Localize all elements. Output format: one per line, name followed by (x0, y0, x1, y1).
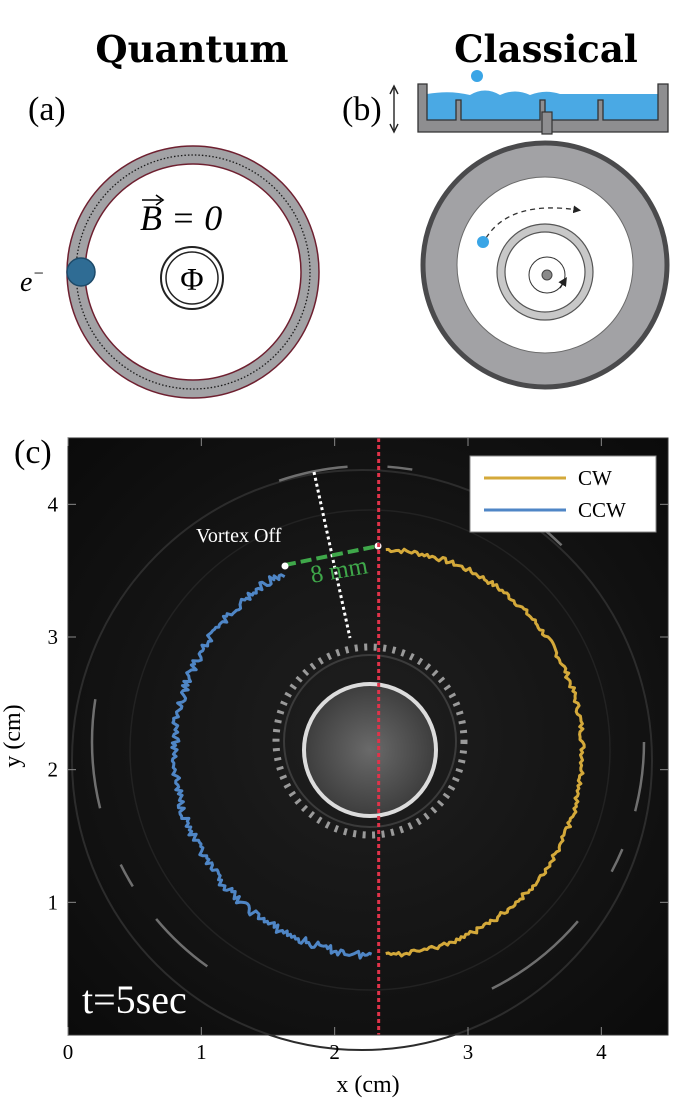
panel-c-label: (c) (14, 434, 52, 471)
y-tick-label: 2 (48, 758, 59, 782)
trajectory-cw (385, 547, 586, 958)
y-tick-label: 1 (48, 890, 59, 914)
b-field-text: B = 0 (140, 198, 222, 238)
y-tick-label: 4 (48, 492, 59, 516)
droplet-path-arrow-icon (485, 205, 582, 239)
y-tick-label: 3 (48, 625, 59, 649)
droplet-icon (471, 70, 483, 82)
electron-icon (66, 257, 96, 287)
legend: CW CCW (469, 455, 657, 533)
bath-track-edge (129, 509, 611, 991)
x-tick-label: 2 (329, 1040, 340, 1064)
legend-ccw-label: CCW (578, 498, 626, 522)
bath-outer-edge (71, 469, 653, 1051)
vortex-core (541, 269, 553, 281)
height-indicator-icon (389, 84, 399, 134)
x-tick-label: 4 (596, 1040, 607, 1064)
beaded-ring (272, 643, 468, 839)
beaded-ring-shadow (283, 654, 457, 828)
bath-top-view (420, 140, 670, 390)
legend-cw-label: CW (578, 466, 612, 490)
bath-pillar (541, 111, 553, 135)
panel-b-label: (b) (342, 91, 382, 128)
panel-a-label: (a) (28, 91, 66, 128)
x-tick-label: 1 (196, 1040, 207, 1064)
vortex-off-label: Vortex Off (196, 525, 282, 547)
x-axis-label: x (cm) (336, 1072, 399, 1098)
time-label: t=5sec (82, 977, 187, 1022)
distance-endpoint-left (281, 562, 289, 570)
vortex-path (528, 256, 566, 294)
trajectory-ccw (170, 573, 373, 960)
axis-ticks: 0 1 2 3 4 1 2 3 4 (48, 438, 668, 1064)
panel-a-title: Quantum (95, 27, 288, 71)
droplet-top-icon (477, 236, 489, 248)
quantum-ring-dotted-path (75, 154, 311, 390)
panel-b: Classical (b) (342, 27, 670, 390)
electron-label: e− (20, 263, 45, 298)
trajectory-layer (170, 547, 586, 960)
vector-arrow-head (155, 194, 165, 206)
x-tick-label: 0 (63, 1040, 74, 1064)
x-tick-label: 3 (463, 1040, 474, 1064)
panel-a: Quantum (a) B = 0 Φ e− (20, 27, 320, 399)
central-post (302, 682, 438, 818)
bath-wall-highlight (90, 464, 646, 1020)
panel-b-title: Classical (454, 27, 638, 71)
y-axis-label: y (cm) (0, 704, 26, 767)
bath-water (427, 90, 668, 120)
vortex-arrow-icon (558, 276, 567, 289)
axes-frame (67, 437, 669, 1036)
legend-box (469, 455, 657, 533)
flux-symbol: Φ (180, 261, 203, 297)
bath-cross-section (417, 70, 669, 135)
flux-tube-inner (165, 251, 219, 305)
b-field-equation: B = 0 (140, 194, 222, 238)
panel-c: (c) Vortex Off 8 mm t=5sec CW CCW (0, 434, 669, 1098)
